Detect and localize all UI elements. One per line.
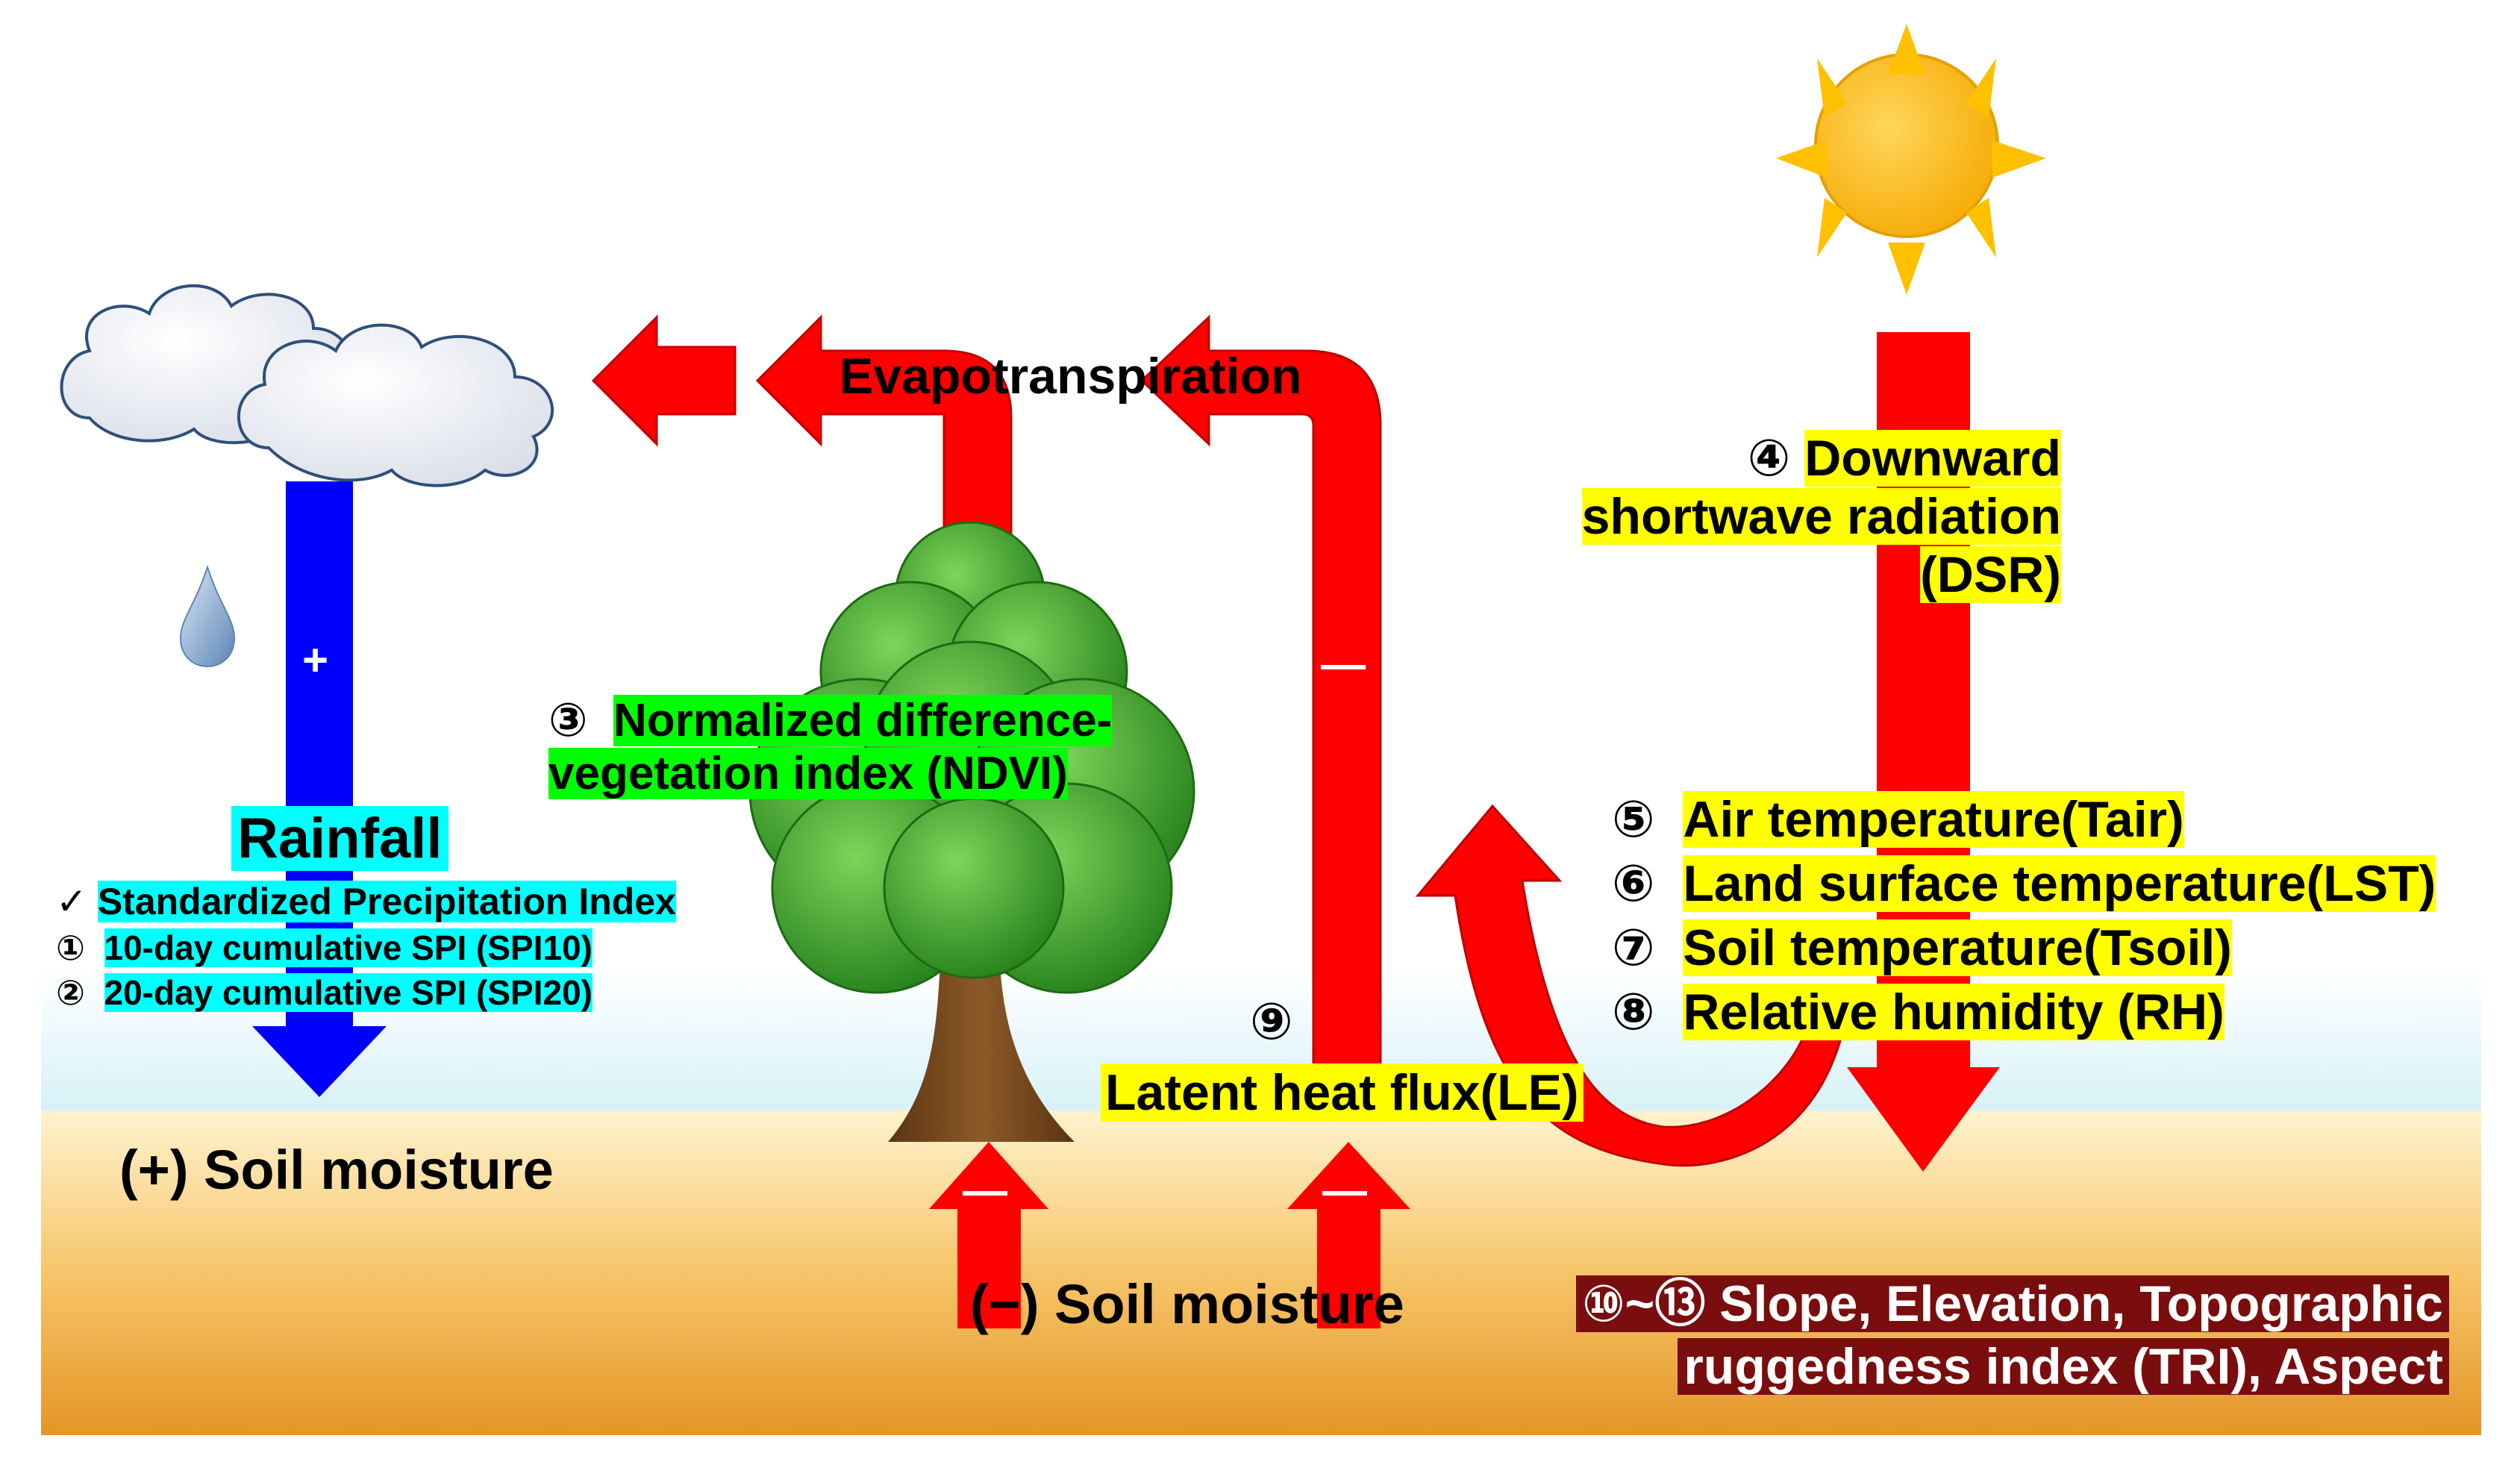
- le-et-arrow: [1139, 314, 1382, 1112]
- spi-title: Standardized Precipitation Index: [97, 881, 676, 922]
- ndvi-number: ③: [548, 695, 588, 746]
- root-arrow-le: [1287, 1142, 1410, 1328]
- le-label: Latent heat flux(LE): [1101, 1063, 1583, 1122]
- spi10-number: ①: [56, 928, 85, 967]
- topography-line2: ruggedness index (TRI), Aspect: [1678, 1338, 2449, 1395]
- dsr-line1: Downward: [1804, 430, 2061, 487]
- ndvi-line1: Normalized difference-: [613, 695, 1113, 746]
- ndvi-line2: vegetation index (NDVI): [548, 748, 1068, 800]
- soil-moisture-positive-label: (+) Soil moisture: [119, 1139, 554, 1201]
- spi20-number: ②: [56, 973, 85, 1013]
- et-arrow-left-head: [591, 314, 737, 447]
- dsr-label: ④ Downward shortwave radiation (DSR): [1581, 429, 2061, 605]
- spi10-label: 10-day cumulative SPI (SPI10): [104, 928, 593, 967]
- tair-label: Air temperature(Tair): [1683, 791, 2184, 848]
- dsr-number: ④: [1747, 430, 1791, 487]
- evapotranspiration-label: Evapotranspiration: [840, 348, 1302, 404]
- le-root-arrow-sign: —: [1322, 1165, 1367, 1215]
- lst-label: Land surface temperature(LST): [1683, 855, 2436, 912]
- spi20-label: 20-day cumulative SPI (SPI20): [104, 973, 593, 1013]
- root-arrow-tree: [929, 1142, 1048, 1328]
- tair-number: ⑤: [1612, 791, 1655, 848]
- rain-arrow-sign: +: [302, 635, 329, 685]
- soil-moisture-negative-label: (−) Soil moisture: [970, 1273, 1404, 1335]
- dsr-line3: (DSR): [1920, 546, 2061, 604]
- le-arrow-sign: —: [1321, 639, 1366, 689]
- dsr-line2: shortwave radiation: [1581, 488, 2061, 546]
- rh-number: ⑧: [1612, 984, 1655, 1040]
- tree-et-arrow: [755, 314, 1013, 565]
- le-number: ⑨: [1250, 993, 1293, 1050]
- rainfall-label: Rainfall: [231, 806, 448, 872]
- topography-line1: ⑩~⑬ Slope, Elevation, Topographic: [1576, 1275, 2449, 1332]
- tsoil-number: ⑦: [1612, 919, 1655, 976]
- topography-label: ⑩~⑬ Slope, Elevation, Topographic rugged…: [1576, 1272, 2449, 1398]
- lst-number: ⑥: [1612, 855, 1655, 912]
- tree-root-arrow-sign: —: [963, 1165, 1007, 1215]
- ndvi-label: ③ Normalized difference- vegetation inde…: [548, 694, 1113, 801]
- tsoil-label: Soil temperature(Tsoil): [1683, 919, 2232, 976]
- cloud-icon: [60, 284, 554, 487]
- sun-icon: [1776, 24, 2046, 295]
- raindrop-icon: [179, 564, 236, 668]
- climate-variable-list: ⑤ Air temperature(Tair) ⑥ Land surface t…: [1612, 787, 2436, 1044]
- spi-block: ✓ Standardized Precipitation Index ① 10-…: [56, 881, 676, 1013]
- rh-label: Relative humidity (RH): [1683, 984, 2224, 1040]
- spi-check-icon: ✓: [56, 881, 87, 922]
